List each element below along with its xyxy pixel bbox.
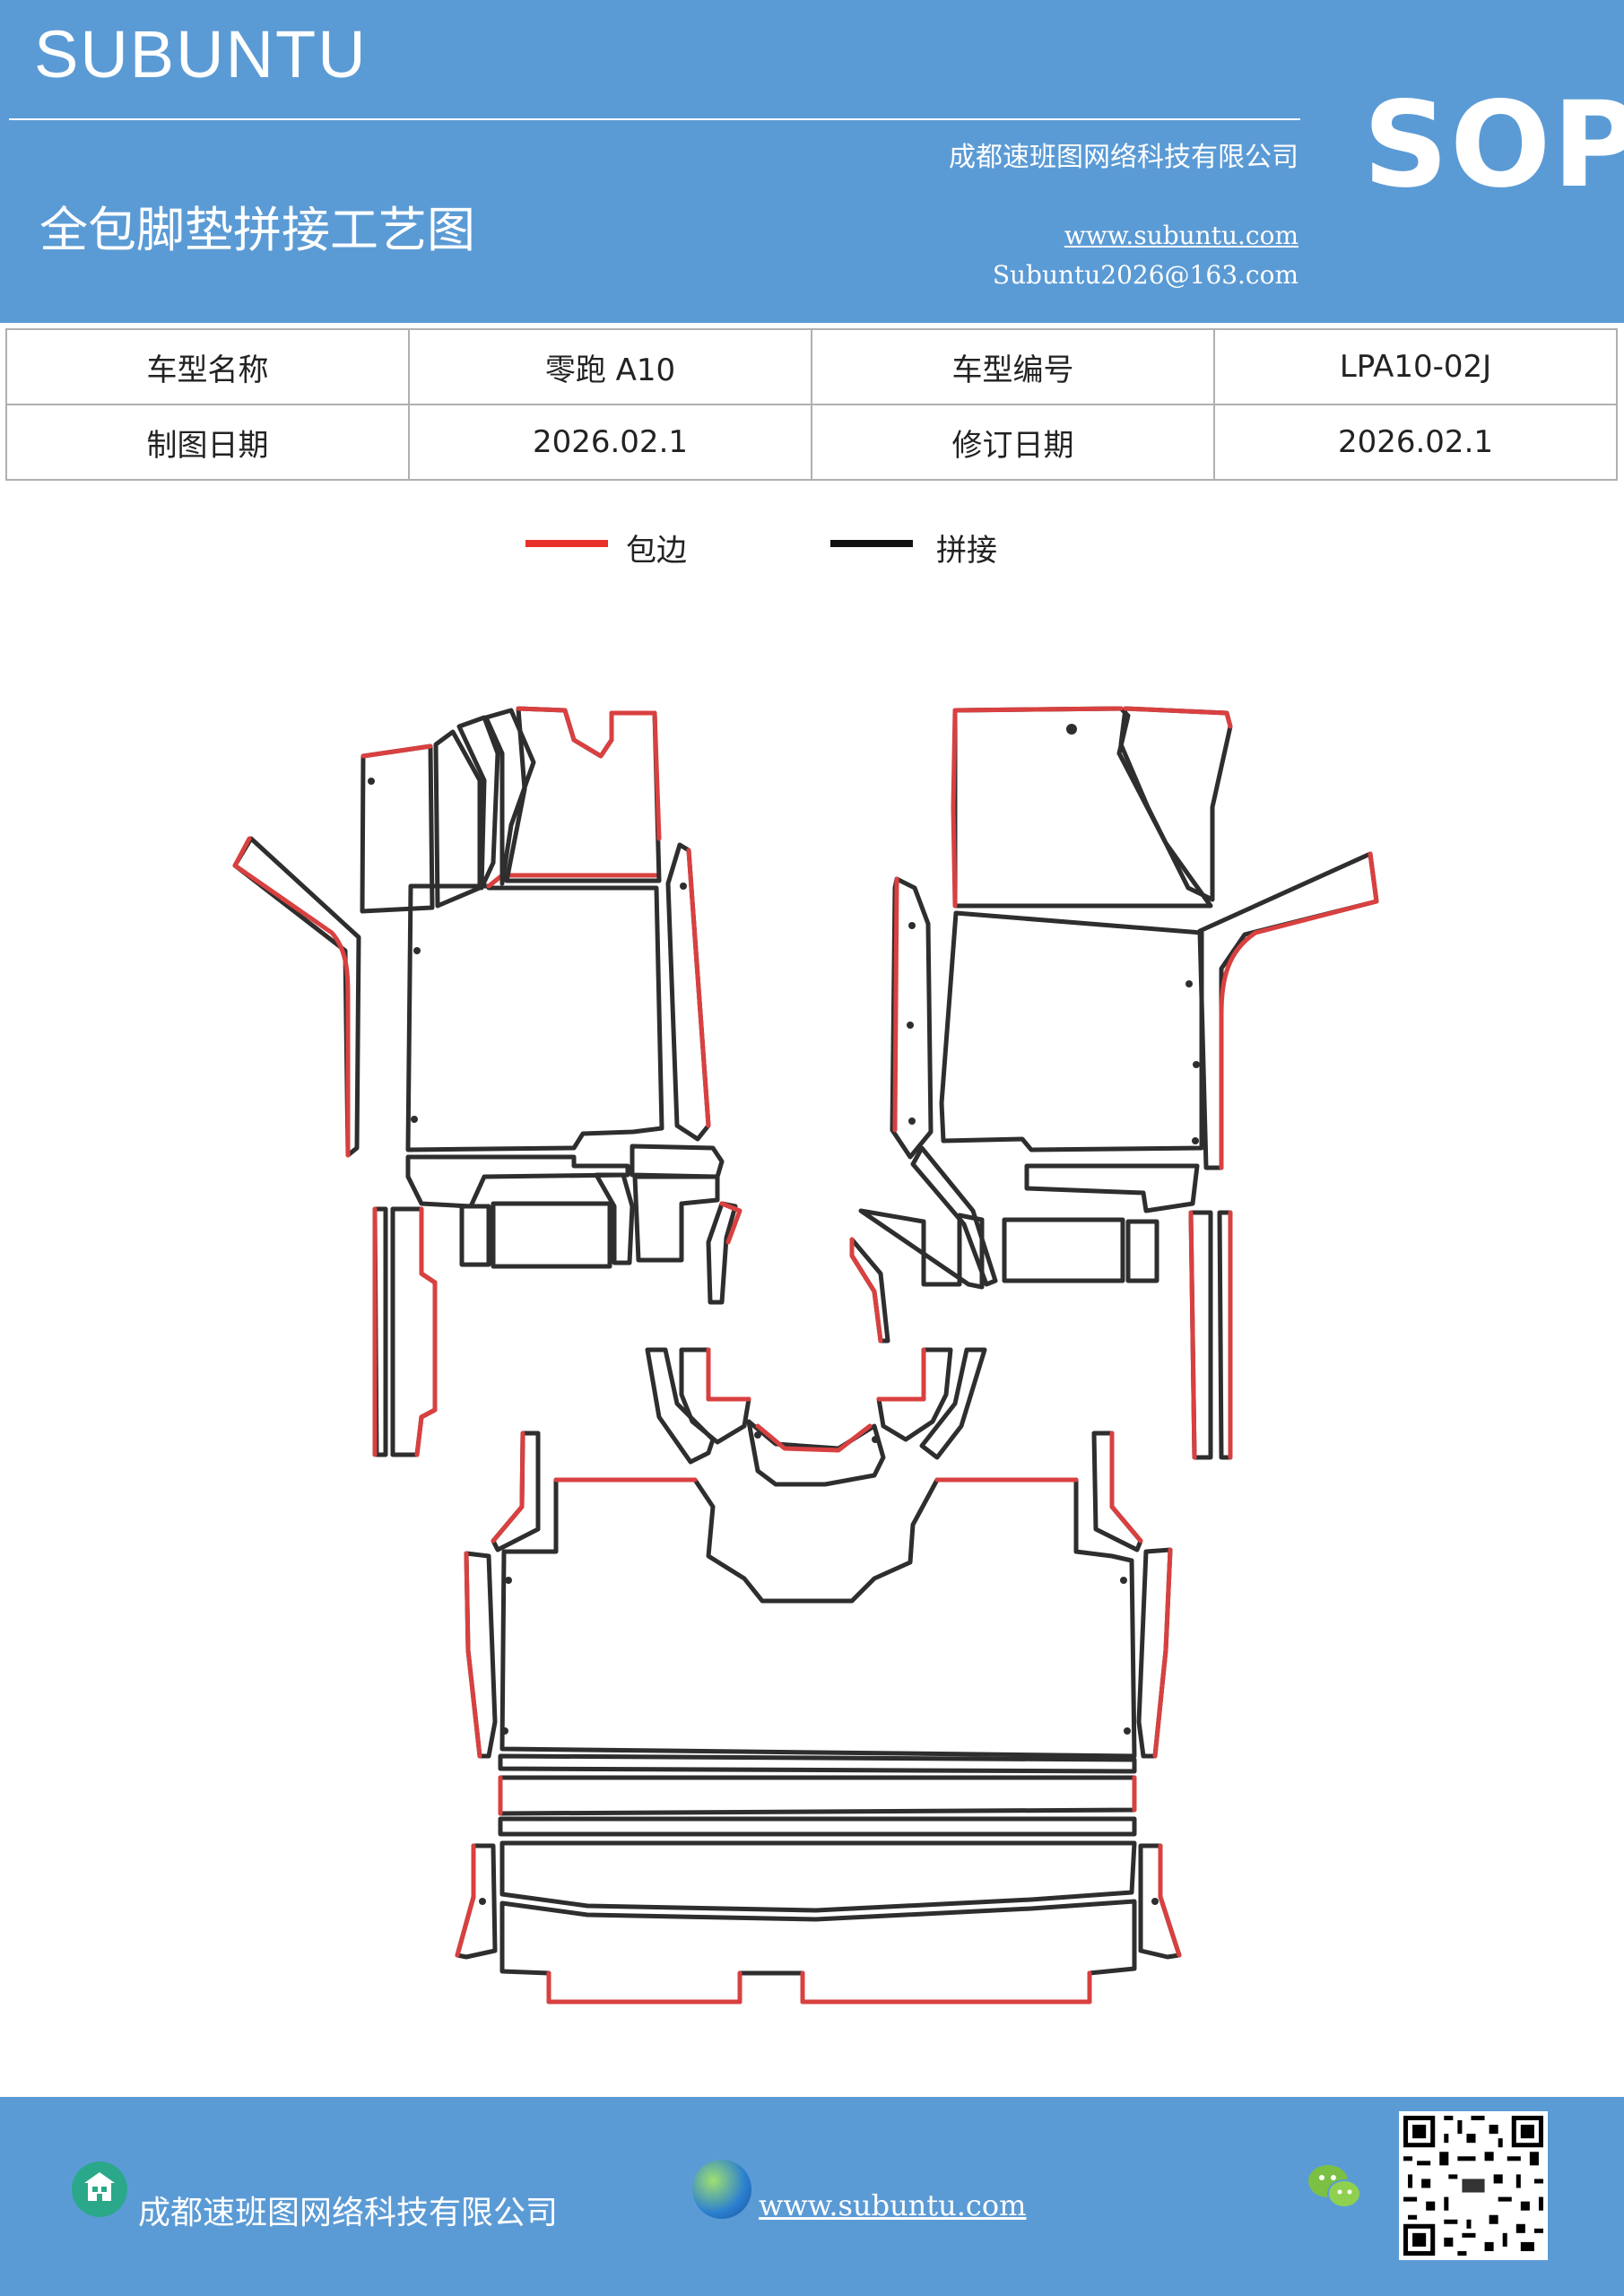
mat-piece (632, 1174, 720, 1263)
mat-piece (1197, 851, 1379, 1170)
mat-piece (1123, 706, 1233, 729)
mat-piece (630, 1144, 725, 1179)
table-cell: 2026.02.1 (1213, 404, 1618, 481)
mat-piece (1109, 1431, 1143, 1544)
table-cell: 车型编号 (811, 328, 1215, 405)
mat-piece (1024, 1163, 1200, 1213)
header-email: Subuntu2026@163.com (992, 260, 1298, 290)
mat-piece (686, 848, 711, 1128)
header-divider (9, 118, 1300, 120)
mat-piece (719, 1201, 743, 1245)
mat-piece (919, 1347, 987, 1460)
mat-piece (516, 706, 662, 841)
mat-piece (498, 1753, 1137, 1774)
mat-piece (1125, 1219, 1159, 1283)
mat-piece (499, 1899, 1137, 2005)
legend-swatch-seam (830, 540, 913, 547)
mat-piece (546, 1970, 1092, 2005)
wechat-icon-glyph (1308, 2165, 1361, 2208)
mat-piece (755, 1423, 873, 1453)
header-banner: SUBUNTU SOP 成都速班图网络科技有限公司 全包脚垫拼接工艺图 www.… (0, 0, 1624, 323)
brand-logo-text: SUBUNTU (34, 17, 368, 91)
left-front-mat-group (232, 706, 743, 1457)
header-website-link[interactable]: www.subuntu.com (1064, 221, 1298, 250)
mat-piece (594, 1172, 635, 1265)
table-row: 制图日期 2026.02.1 修订日期 2026.02.1 (5, 404, 1618, 481)
qr-code[interactable] (1399, 2111, 1548, 2260)
qr-code-pattern (1399, 2111, 1548, 2260)
mat-piece (1158, 1843, 1182, 1958)
mat-piece (232, 836, 351, 1158)
mat-piece (939, 910, 1204, 1152)
table-cell: LPA10-02J (1213, 328, 1618, 405)
mat-piece (499, 1840, 1137, 1913)
globe-icon (692, 2160, 751, 2219)
mat-piece (483, 708, 536, 886)
table-cell: 零跑 A10 (408, 328, 812, 405)
mat-piece (498, 1775, 1137, 1816)
mat-piece (1002, 1217, 1125, 1283)
mat-piece (876, 1347, 926, 1402)
mat-piece (746, 1419, 886, 1487)
mat-piece (910, 1145, 998, 1287)
mat-piece (679, 1347, 751, 1445)
table-row: 车型名称 零跑 A10 车型编号 LPA10-02J (5, 328, 1618, 405)
header-company-name: 成都速班图网络科技有限公司 (949, 142, 1298, 173)
mat-piece (459, 1204, 491, 1267)
mat-piece (491, 1431, 525, 1544)
table-cell: 修订日期 (811, 404, 1215, 481)
mat-piece (1118, 706, 1233, 902)
sop-badge: SOP (1363, 76, 1624, 214)
mat-piece (455, 1843, 476, 1958)
right-front-mat-group (849, 706, 1379, 1460)
mat-piece (405, 883, 664, 1152)
mat-piece (1152, 1547, 1173, 1759)
document-title: 全包脚垫拼接工艺图 (39, 202, 475, 258)
mat-piece (849, 1237, 883, 1344)
mat-piece (1219, 851, 1379, 1170)
mat-piece (504, 706, 662, 883)
legend-label-seam: 拼接 (936, 533, 997, 569)
table-cell: 制图日期 (5, 404, 410, 481)
mat-piece (405, 1154, 630, 1209)
rear-mat-group (455, 1347, 1182, 2005)
mat-piece (951, 706, 1124, 909)
legend-swatch-edge (525, 540, 608, 547)
mat-piece (414, 1206, 438, 1457)
mat-piece (952, 706, 1213, 909)
legend: 包边 拼接 (0, 526, 1624, 579)
table-cell: 车型名称 (5, 328, 410, 405)
mat-piece (665, 842, 711, 1142)
building-icon (72, 2161, 127, 2217)
footer-website-link[interactable]: www.subuntu.com (759, 2188, 1027, 2222)
mat-piece (498, 1775, 1137, 1816)
mat-piece (1188, 1210, 1197, 1460)
legend-label-edge: 包边 (626, 533, 687, 569)
building-icon-glyph (84, 2172, 115, 2201)
mat-piece (499, 1477, 1137, 1759)
mat-piece (390, 1206, 438, 1457)
mat-piece (433, 729, 482, 909)
mat-piece (892, 876, 899, 1133)
mat-piece (849, 1237, 890, 1344)
wechat-icon[interactable] (1305, 2160, 1364, 2213)
mat-piece (858, 1208, 985, 1290)
mat-piece (360, 744, 433, 759)
mat-piece (645, 1347, 716, 1465)
table-cell: 2026.02.1 (408, 404, 812, 481)
mat-piece (491, 1201, 612, 1269)
footer-banner: 成都速班图网络科技有限公司 www.subuntu.com (0, 2097, 1624, 2296)
footer-company-name: 成都速班图网络科技有限公司 (138, 2195, 559, 2231)
mat-piece (706, 1347, 751, 1402)
mat-piece (706, 1201, 738, 1305)
mat-piece (464, 1551, 482, 1759)
mat-piece (232, 836, 361, 1158)
mat-piece (498, 1816, 1137, 1837)
vehicle-info-table: 车型名称 零跑 A10 车型编号 LPA10-02J 制图日期 2026.02.… (5, 328, 1618, 481)
